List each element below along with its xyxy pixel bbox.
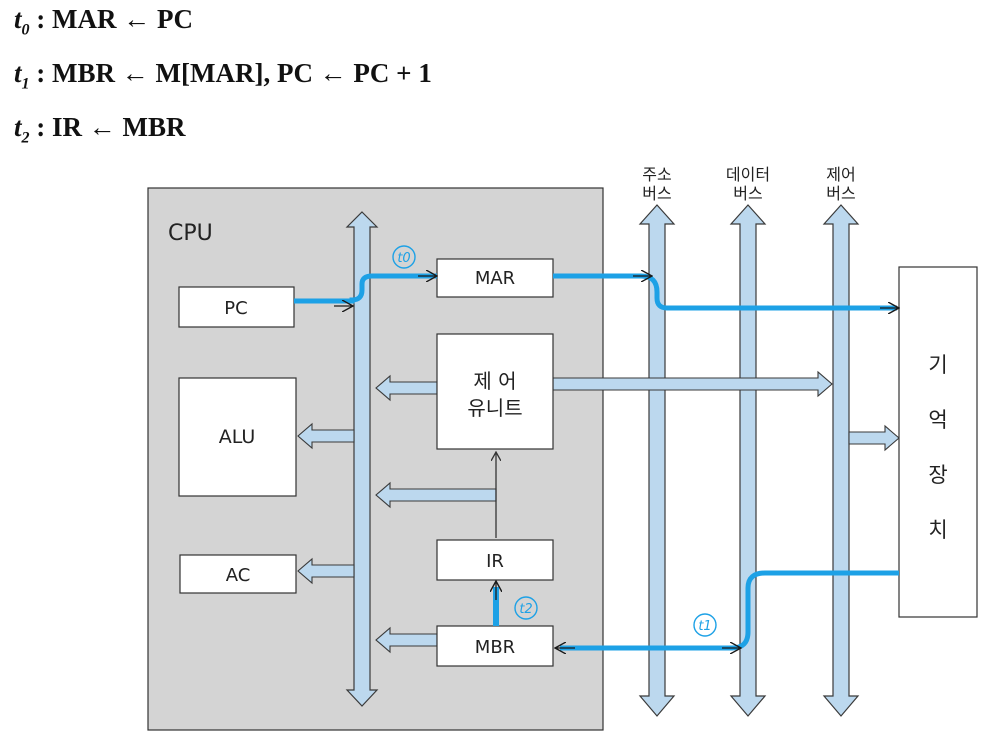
t0-path-pc-to-mar	[294, 273, 437, 304]
address-bus-label-2: 버스	[642, 184, 671, 203]
t1-marker: t1	[693, 613, 717, 637]
data-bus	[729, 204, 767, 717]
control-bus	[822, 204, 860, 717]
equation-t0: t0 : MAR ← PC	[14, 4, 193, 39]
address-bus-label-1: 주소	[642, 165, 671, 184]
ac-register	[179, 554, 297, 594]
ir-branch-to-bus-arrow	[375, 481, 497, 509]
control-bus-label-2: 버스	[826, 184, 855, 203]
data-bus-label-1: 데이터	[726, 165, 770, 184]
control-to-bus-arrow	[375, 374, 438, 402]
control-to-control-bus-arrow	[552, 370, 833, 398]
internal-cpu-bus	[345, 211, 379, 707]
data-bus-label-2: 버스	[733, 184, 762, 203]
svg-text:t0: t0	[397, 251, 410, 266]
pc-register	[178, 286, 295, 328]
alu-label: ALU	[219, 426, 256, 448]
svg-text:t1: t1	[698, 619, 711, 634]
t2-marker: t2	[514, 596, 538, 620]
pc-label: PC	[224, 298, 247, 319]
memory-label-3: 장	[928, 463, 947, 487]
mar-register	[436, 258, 554, 298]
mbr-register	[436, 625, 554, 667]
mbr-to-bus-arrow	[375, 626, 438, 654]
ir-label: IR	[486, 551, 504, 572]
equation-t1: t1 : MBR ← M[MAR], PC ← PC + 1	[14, 58, 432, 93]
bus-to-alu-arrow	[297, 422, 355, 450]
memory-label-1: 기	[928, 353, 947, 377]
ac-label: AC	[226, 565, 251, 586]
ir-register	[436, 539, 554, 581]
t0-marker: t0	[392, 245, 416, 269]
bus-to-ac-arrow	[297, 557, 355, 585]
control-unit	[436, 333, 554, 450]
control-bus-label-1: 제어	[826, 165, 855, 184]
memory-label-2: 억	[928, 408, 947, 432]
control-unit-label-1: 제 어	[473, 369, 516, 393]
control-unit-label-2: 유니트	[467, 396, 522, 420]
equation-t2: t2 : IR ← MBR	[14, 112, 186, 147]
svg-text:t2: t2	[519, 602, 532, 617]
mar-label: MAR	[475, 268, 515, 289]
alu-unit	[178, 377, 297, 497]
mbr-label: MBR	[475, 637, 515, 658]
control-bus-to-memory-arrow	[848, 424, 900, 452]
memory-unit	[898, 266, 978, 618]
cpu-label: CPU	[168, 221, 213, 246]
address-bus	[638, 204, 676, 717]
memory-label-4: 치	[928, 518, 947, 542]
